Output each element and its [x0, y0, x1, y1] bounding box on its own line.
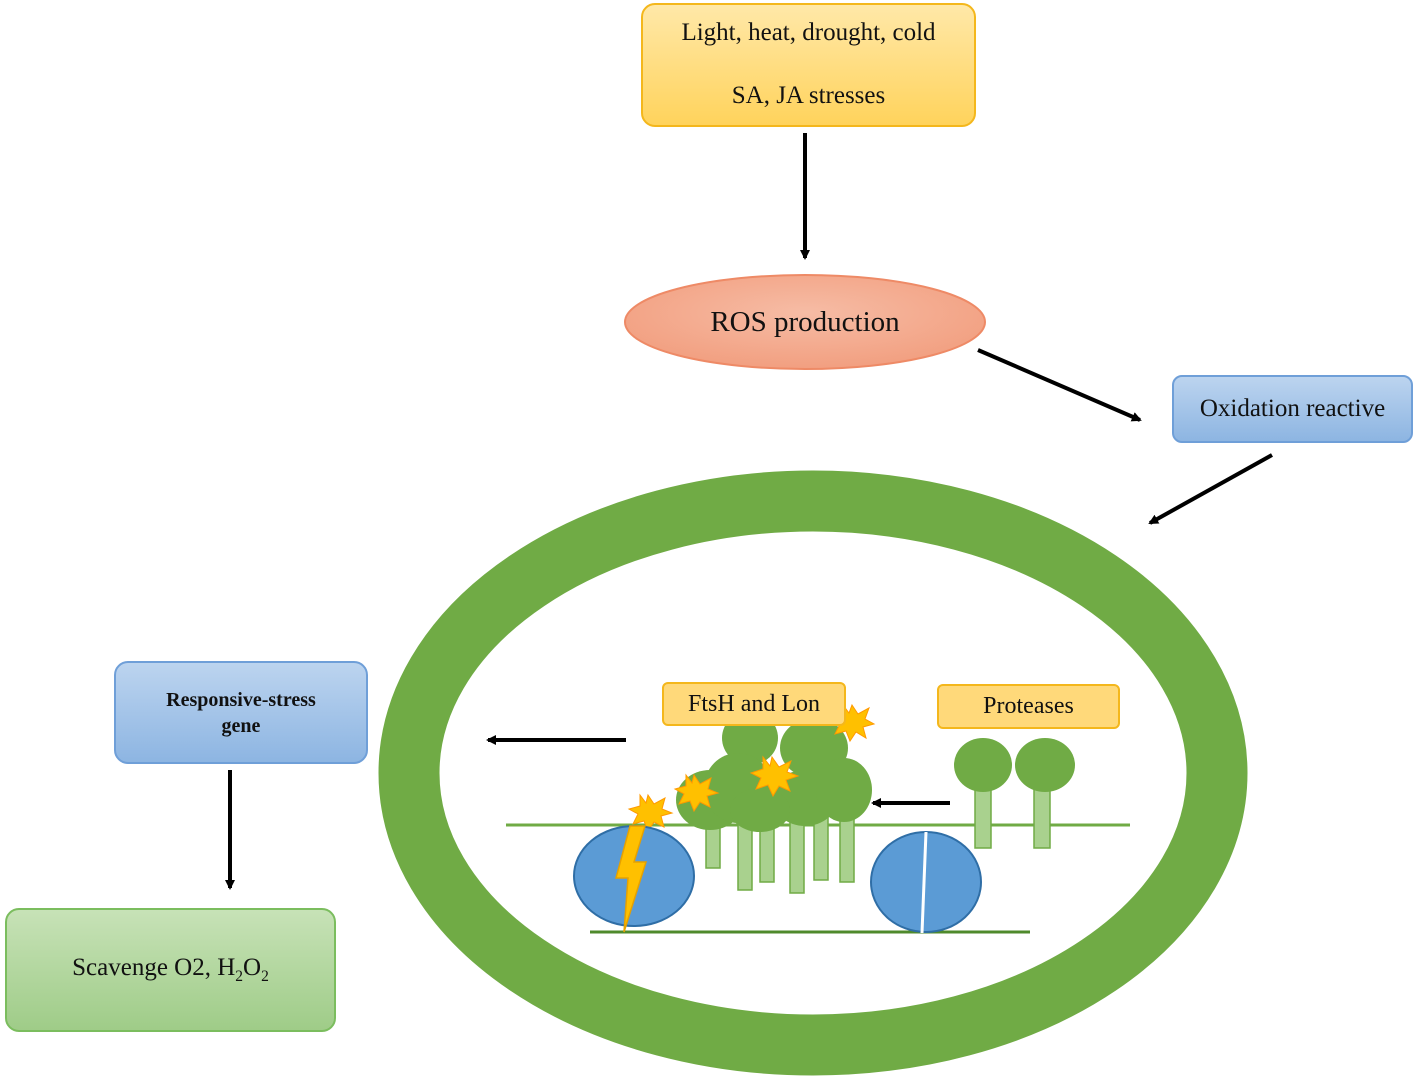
- ros-ellipse: [624, 274, 986, 370]
- scavenge-label: Scavenge O2, H2O2: [72, 954, 269, 986]
- scavenge-prefix: Scavenge O2, H: [72, 954, 236, 981]
- responsive-line-1: Responsive-stress: [166, 688, 316, 711]
- ftsh-lon-label-box: FtsH and Lon: [662, 682, 846, 726]
- ftsh-label: FtsH and Lon: [688, 690, 820, 717]
- responsive-stress-gene-box: Responsive-stress gene: [114, 661, 368, 764]
- d1-protein-icon: [870, 831, 982, 934]
- proteases-label: Proteases: [983, 693, 1074, 719]
- d1-protein-icon: [573, 825, 695, 933]
- protein-icon: [954, 738, 1075, 849]
- scavenge-mid: O: [243, 954, 262, 981]
- ring-icon: [378, 470, 1248, 1076]
- scavenge-sub-2: 2: [261, 968, 269, 985]
- arrow-icon: [1148, 453, 1273, 525]
- stress-factors-box: Light, heat, drought, cold SA, JA stress…: [641, 3, 976, 127]
- protein-icon: [676, 711, 872, 832]
- ros-production-label: ROS production: [710, 306, 900, 338]
- scavenge-box: Scavenge O2, H2O2: [5, 908, 336, 1032]
- oxidation-label: Oxidation reactive: [1199, 395, 1386, 422]
- arrow-icon: [977, 348, 1142, 422]
- stress-line-2: SA, JA stresses: [731, 82, 886, 109]
- responsive-line-2: gene: [221, 714, 261, 737]
- proteases-label-box: Proteases: [937, 684, 1120, 729]
- spark-icon: [627, 703, 876, 833]
- stress-line-1: Light, heat, drought, cold: [681, 19, 936, 47]
- scavenge-sub-1: 2: [235, 968, 244, 985]
- oxidation-reactive-box: Oxidation reactive: [1172, 375, 1413, 443]
